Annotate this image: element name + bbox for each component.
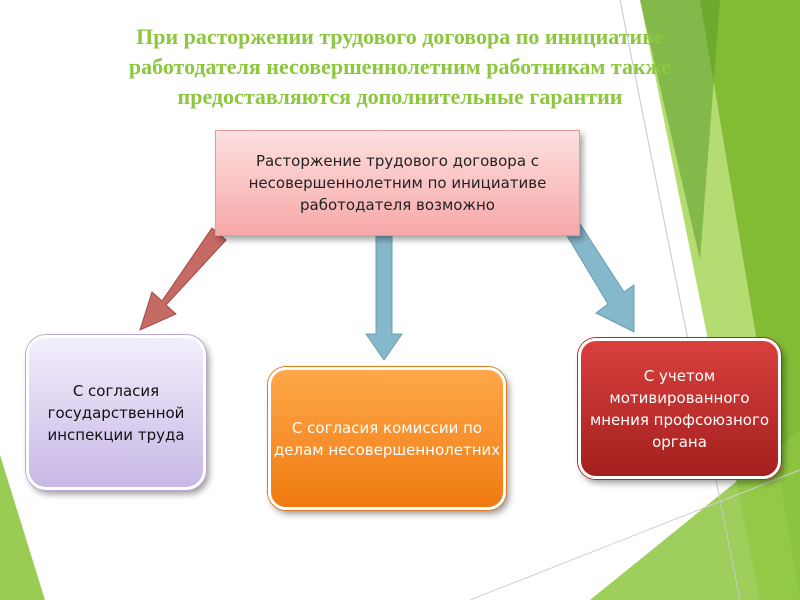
branch-text-minors-commission: С согласия комиссии по делам несовершенн… (273, 418, 501, 459)
branch-text-trade-union: С учетом мотивированного мнения профсоюз… (589, 366, 770, 451)
branch-box-labor-inspection: С согласия государственной инспекции тру… (26, 335, 206, 490)
decor-thin-line (619, 0, 741, 600)
branch-box-trade-union: С учетом мотивированного мнения профсоюз… (578, 338, 781, 479)
arrow-to-middle (365, 235, 403, 361)
root-text: Расторжение трудового договора с несовер… (248, 152, 547, 214)
decor-left-green (0, 455, 45, 600)
title-line-1: При расторжении трудового договора по ин… (136, 24, 664, 49)
root-box: Расторжение трудового договора с несовер… (215, 130, 580, 236)
branch-box-minors-commission: С согласия комиссии по делам несовершенн… (268, 367, 506, 510)
arrow-to-right (565, 223, 635, 333)
arrow-to-left (139, 227, 227, 331)
title-line-2: работодателя несовершеннолетним работник… (128, 54, 672, 79)
branch-text-labor-inspection: С согласия государственной инспекции тру… (47, 381, 185, 444)
decor-thin-line-2 (469, 469, 800, 600)
slide-title: При расторжении трудового договора по ин… (40, 22, 760, 112)
title-line-3: предоставляются дополнительные гарантии (177, 84, 623, 109)
decor-right-green-dark (640, 0, 720, 260)
